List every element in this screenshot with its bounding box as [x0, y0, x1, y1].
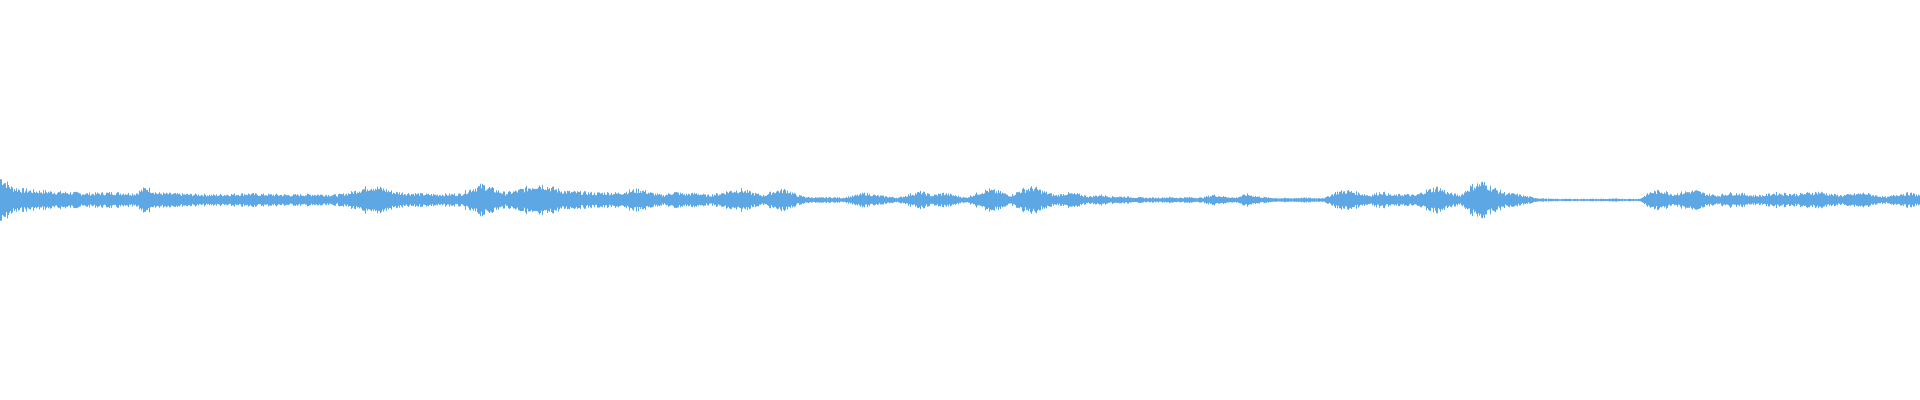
- waveform-bars: [0, 179, 1920, 221]
- waveform-path: [0, 179, 1920, 221]
